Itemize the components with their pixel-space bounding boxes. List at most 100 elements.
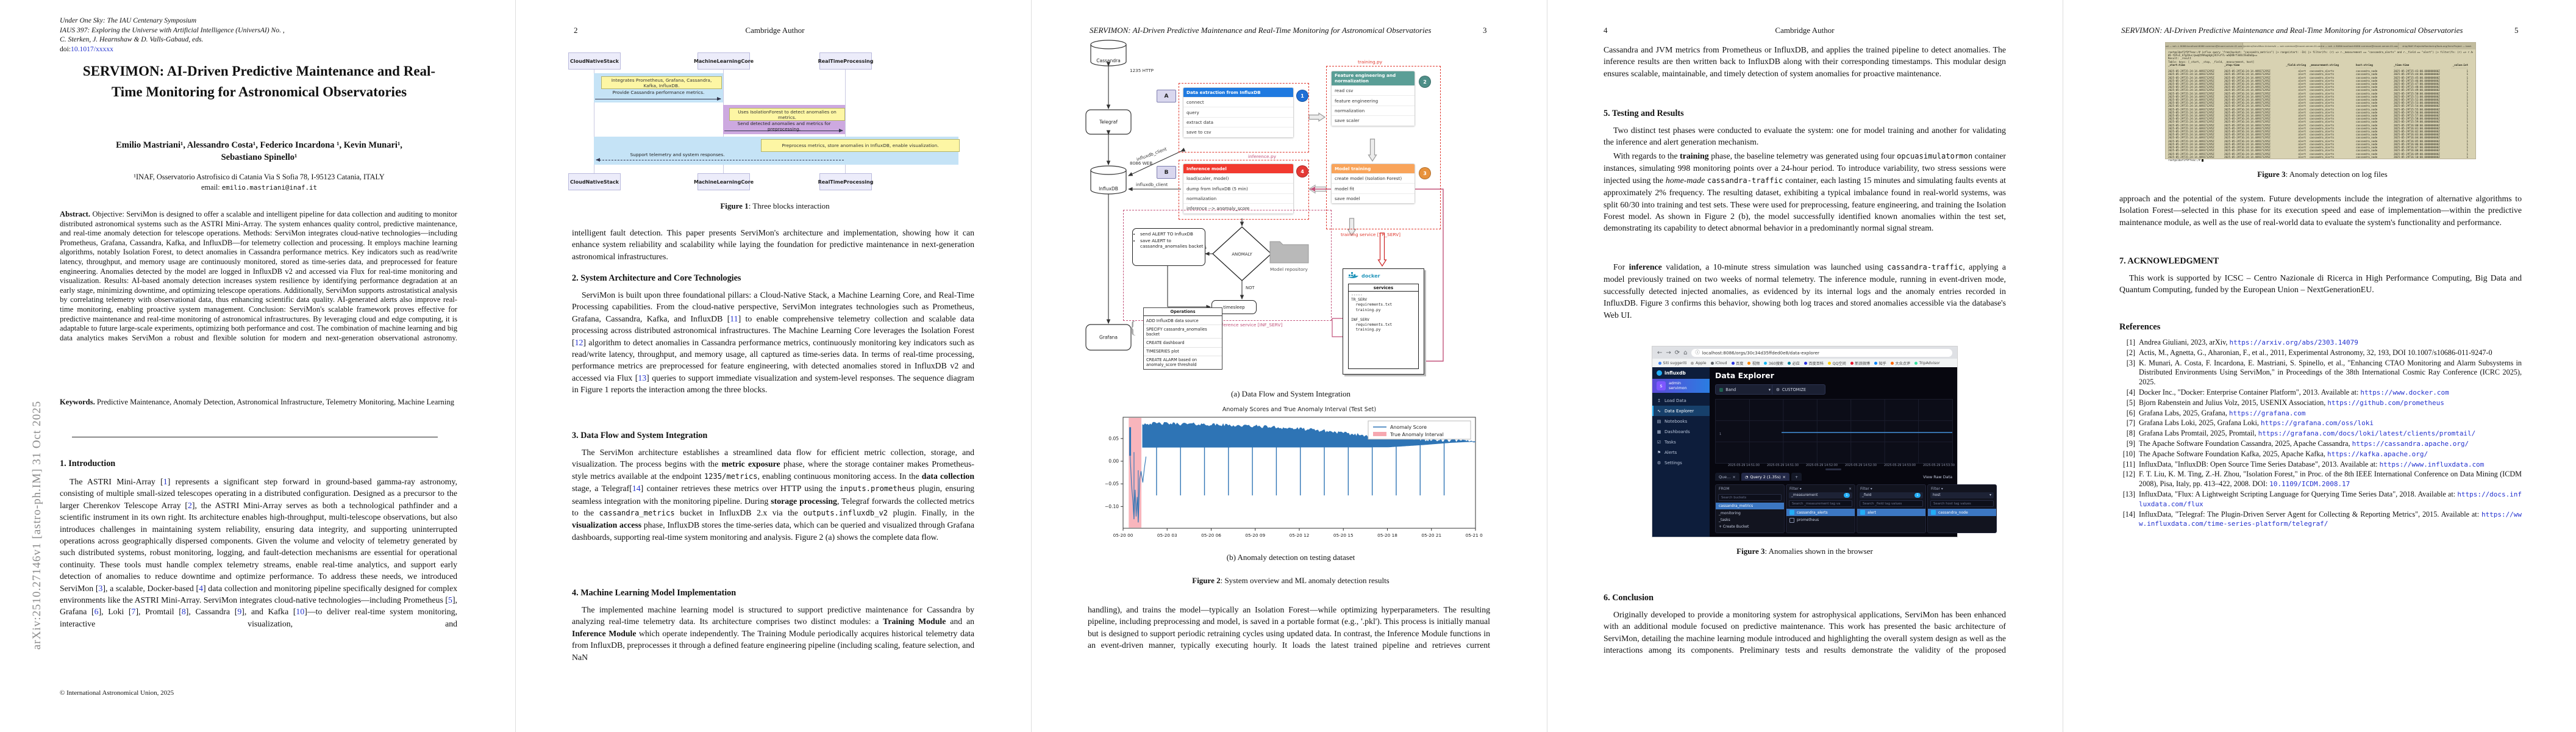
bucket-item: _tasks — [1719, 517, 1730, 522]
viz-type-dropdown: ▥ Band ▾ — [1715, 384, 1775, 395]
url-link[interactable]: https://kafka.apache.org/ — [2327, 450, 2428, 458]
actor-cloudnativestack-top: CloudNativeStack — [568, 52, 621, 70]
svg-text:05-20 15: 05-20 15 — [1333, 533, 1354, 538]
url-link[interactable]: https://arxiv.org/abs/2303.14079 — [2229, 339, 2358, 346]
svg-text:0.05: 0.05 — [1108, 436, 1119, 441]
url-link[interactable]: https://cassandra.apache.org/ — [2352, 439, 2469, 448]
citation-link[interactable]: 10 — [296, 607, 305, 617]
url-link[interactable]: https://grafana.com/docs/loki/latest/cli… — [2258, 429, 2476, 438]
citation-link[interactable]: 11 — [730, 314, 738, 323]
citation-link[interactable]: 2 — [188, 500, 192, 510]
citation-link[interactable]: 7 — [131, 607, 136, 617]
actor-realtimeprocessing-bottom: RealTimeProcessing — [818, 173, 873, 190]
citation-link[interactable]: 8 — [181, 607, 186, 617]
citation-link[interactable]: 12 — [574, 337, 583, 347]
page-number: 2 — [574, 26, 578, 35]
checkbox — [1789, 517, 1794, 523]
reference-text: Andrea Giuliani, 2023, arXiv, https://ar… — [2139, 338, 2358, 346]
citation-link[interactable]: 1 — [163, 477, 168, 486]
keywords: Keywords. Predictive Maintenance, Anomal… — [60, 398, 454, 406]
favicon — [1787, 361, 1791, 365]
nav-icon: ▤ — [1657, 418, 1661, 424]
inference-service-label: inference service [INF_SERV] — [1218, 322, 1283, 328]
citation-link[interactable]: 6 — [94, 607, 99, 617]
training-py-border — [1326, 66, 1441, 229]
tag-value-search: Search _field tag values — [1860, 500, 1923, 507]
reference-number: [13] — [2122, 489, 2135, 498]
references-list: [1]Andrea Giuliani, 2023, arXiv, https:/… — [2119, 338, 2522, 529]
reference-text: Grafana Labs Promtail, 2025, Promtail, h… — [2139, 429, 2476, 438]
step-1-circle: 1 — [1296, 90, 1308, 102]
url-link[interactable]: https://www.influxdata.com/time-series-p… — [2139, 510, 2522, 528]
message-support-telemetry: Support telemetry and system responses. — [630, 152, 725, 157]
authors: Emilio Mastriani¹, Alessandro Costa¹, Fe… — [116, 140, 402, 162]
svg-text:05-20 03: 05-20 03 — [1157, 533, 1177, 538]
section-4-text: The implemented machine learning model i… — [572, 605, 974, 662]
favicon — [1658, 361, 1661, 365]
reference-entry: [2]Actis, M., Agnetta, G., Aharonian, F.… — [2119, 348, 2522, 358]
paragraph-continued: Cassandra and JVM metrics from Prometheu… — [1604, 45, 2006, 78]
reference-entry: [13]InfluxData, "Flux: A Lightweight Scr… — [2119, 490, 2522, 509]
bookmark-item: TripAdvisor — [1914, 361, 1940, 365]
reference-entry: [10] The Apache Software Foundation Kafka… — [2119, 450, 2522, 459]
citation-link[interactable]: 4 — [199, 583, 204, 593]
svg-text:−0.05: −0.05 — [1105, 481, 1119, 487]
citation-link[interactable]: 3 — [98, 583, 103, 593]
url-link[interactable]: https://grafana.com — [2228, 409, 2306, 417]
paper-title: SERVIMON: AI-Driven Predictive Maintenan… — [82, 63, 436, 99]
url-link[interactable]: https://www.docker.com — [2360, 388, 2449, 396]
url-link[interactable]: 10.1109/ICDM.2008.17 — [2269, 480, 2350, 489]
bookmark-item: 百度 — [1731, 361, 1743, 366]
reference-text: Actis, M., Agnetta, G., Aharonian, F., e… — [2139, 348, 2492, 357]
citation-link[interactable]: 14 — [632, 484, 641, 493]
doi-link[interactable]: 10.1017/xxxxx — [71, 45, 113, 53]
reference-text: The Apache Software Foundation Kafka, 20… — [2139, 449, 2428, 458]
citation-link[interactable]: 13 — [638, 373, 647, 382]
citation-link[interactable]: 5 — [448, 595, 452, 605]
checkbox — [1931, 510, 1936, 515]
tag-value-item: cassandra_alerts — [1786, 509, 1855, 517]
services-box: services ----- TR_SERV requirements.txt … — [1348, 284, 1419, 369]
table-row: inference --> anomaly_score — [1183, 203, 1293, 214]
graph-icon: ▥ — [1719, 387, 1724, 392]
badge-a: A — [1157, 90, 1176, 102]
email-link[interactable]: emilio.mastriani@inaf.it — [221, 184, 318, 192]
terminal-tab: cassandra — ssh -L 8086:localhost:8086 c… — [2321, 43, 2398, 49]
url-link[interactable]: https://docs.influxdata.com/flux — [2139, 490, 2522, 508]
favicon — [1764, 361, 1768, 365]
svg-text:1235 HTTP: 1235 HTTP — [1130, 68, 1154, 73]
browser-reload-icon: ⟳ — [1674, 349, 1680, 356]
reference-number: [8] — [2126, 429, 2135, 438]
svg-text:Anomaly Scores and True Anomal: Anomaly Scores and True Anomaly Interval… — [1222, 406, 1376, 413]
svg-text:8086 WEB: 8086 WEB — [1130, 160, 1152, 166]
reference-entry: [4]Docker Inc., "Docker: Enterprise Cont… — [2119, 388, 2522, 398]
svg-text:NOT: NOT — [1246, 285, 1255, 290]
svg-text:True Anomaly Interval: True Anomaly Interval — [1390, 432, 1444, 437]
services-header: services — [1349, 284, 1418, 292]
reference-number: [10] — [2122, 449, 2135, 458]
citation-link[interactable]: 9 — [237, 607, 242, 617]
url-link[interactable]: https://grafana.com/oss/loki — [2261, 419, 2374, 428]
checkbox — [1860, 510, 1865, 515]
url-link[interactable]: https://github.com/prometheus — [2327, 398, 2444, 407]
operation-row: ADD InfluxDB data source — [1144, 316, 1222, 325]
url-link[interactable]: https://www.influxdata.com — [2379, 460, 2485, 468]
alert-action: save ALERT to cassandra_anomalies backet — [1140, 238, 1204, 249]
terminal-tabs: Universal — ssh -L 8086:localhost:8086 c… — [2166, 43, 2475, 49]
reference-text: F. T. Liu, K. M. Ting, Z.-H. Zhou, "Isol… — [2139, 470, 2522, 489]
table-row: normalization — [1183, 193, 1293, 204]
svg-text:−0.10: −0.10 — [1105, 504, 1119, 509]
note-isolationforest: Uses IsolationForest to detect anomalies… — [729, 108, 845, 121]
note-preprocess: Preprocess metrics, store anomalies in I… — [761, 139, 960, 152]
secure-icon: ⓘ — [1695, 350, 1700, 355]
timer-icon: ◔ — [1744, 474, 1749, 479]
alert-action: send ALERT TO InfluxDB — [1140, 231, 1204, 237]
